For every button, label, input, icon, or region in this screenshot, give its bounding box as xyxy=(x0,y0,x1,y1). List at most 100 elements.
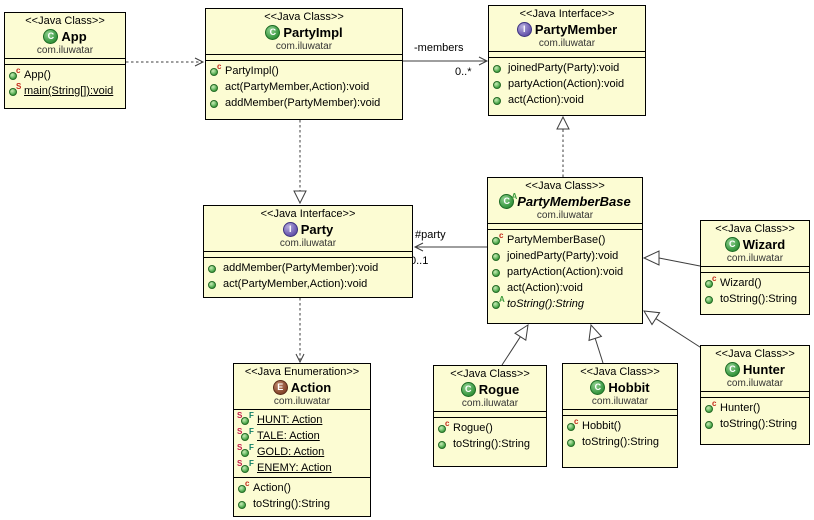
static-method-icon: S xyxy=(8,82,22,98)
methods-compartment: joinedParty(Party):void partyAction(Acti… xyxy=(489,58,645,115)
stereotype-label: <<Java Enumeration>> xyxy=(244,366,360,378)
package-label: com.iluwatar xyxy=(36,45,94,56)
class-name: Action xyxy=(290,380,332,395)
package-label: com.iluwatar xyxy=(461,398,519,409)
fields-compartment xyxy=(701,392,809,398)
package-label: com.iluwatar xyxy=(536,210,594,221)
class-icon: C xyxy=(590,380,606,395)
fields-compartment xyxy=(701,267,809,273)
public-method-icon xyxy=(209,96,223,110)
fields-compartment xyxy=(5,59,125,65)
method-row: addMember(PartyMember):void xyxy=(207,260,412,276)
stereotype-label: <<Java Class>> xyxy=(525,180,605,192)
public-method-icon xyxy=(491,265,505,279)
package-label: com.iluwatar xyxy=(591,396,649,407)
class-name: Party xyxy=(300,222,334,237)
edge-partyimpl-partymember-association[interactable] xyxy=(403,56,489,66)
edge-app-partyimpl-dependency[interactable] xyxy=(126,57,205,67)
class-name: Rogue xyxy=(478,382,520,397)
abstract-method-icon: A xyxy=(491,295,505,311)
class-name: Hobbit xyxy=(608,380,650,395)
edge-multiplicity-party: 0..1 xyxy=(410,255,429,267)
fields-compartment xyxy=(489,52,645,58)
edge-party-action-dependency[interactable] xyxy=(295,298,305,364)
method-row: act(Action):void xyxy=(491,280,642,296)
package-label: com.iluwatar xyxy=(273,396,331,407)
constructor-icon: c xyxy=(491,231,505,247)
public-method-icon xyxy=(207,277,221,291)
edge-wizard-partymemberbase-generalization[interactable] xyxy=(642,250,701,267)
method-row: toString():String xyxy=(237,496,370,512)
public-method-icon xyxy=(207,261,221,275)
stereotype-label: <<Java Class>> xyxy=(715,348,795,360)
edge-hunter-partymemberbase-generalization[interactable] xyxy=(643,310,704,350)
public-method-icon xyxy=(566,435,580,449)
constructor-icon: c xyxy=(437,419,451,435)
class-name: PartyMember xyxy=(534,22,618,37)
edge-partymemberbase-party-association[interactable] xyxy=(413,242,487,252)
class-name: App xyxy=(61,29,87,44)
method-row: toString():String xyxy=(704,291,809,307)
edge-rogue-partymemberbase-generalization[interactable] xyxy=(501,323,529,366)
method-row: act(PartyMember,Action):void xyxy=(207,276,412,292)
interface-icon: I xyxy=(516,22,532,37)
public-method-icon xyxy=(492,61,506,75)
method-row: act(PartyMember,Action):void xyxy=(209,79,402,95)
edge-partymemberbase-partymember-realization[interactable] xyxy=(556,115,570,177)
edge-hobbit-partymemberbase-generalization[interactable] xyxy=(588,323,604,364)
method-row: act(Action):void xyxy=(492,92,645,108)
package-label: com.iluwatar xyxy=(275,41,333,52)
class-icon: C xyxy=(725,362,741,377)
stereotype-label: <<Java Interface>> xyxy=(260,208,356,220)
method-row: joinedParty(Party):void xyxy=(491,248,642,264)
edge-label-party: #party xyxy=(415,229,446,241)
fields-compartment xyxy=(434,412,546,418)
method-row: toString():String xyxy=(704,416,809,432)
public-method-icon xyxy=(704,292,718,306)
package-label: com.iluwatar xyxy=(279,238,337,249)
constructor-icon: c xyxy=(237,479,251,495)
method-row: toString():String xyxy=(437,436,546,452)
package-label: com.iluwatar xyxy=(726,253,784,264)
edge-partyimpl-party-realization[interactable] xyxy=(293,120,307,205)
constructor-icon: c xyxy=(209,62,223,78)
constructor-icon: c xyxy=(566,417,580,433)
class-name: Hunter xyxy=(743,362,785,377)
class-icon: C xyxy=(724,237,740,252)
constructor-icon: c xyxy=(704,274,718,290)
enum-icon: E xyxy=(272,380,288,395)
stereotype-label: <<Java Class>> xyxy=(450,368,530,380)
